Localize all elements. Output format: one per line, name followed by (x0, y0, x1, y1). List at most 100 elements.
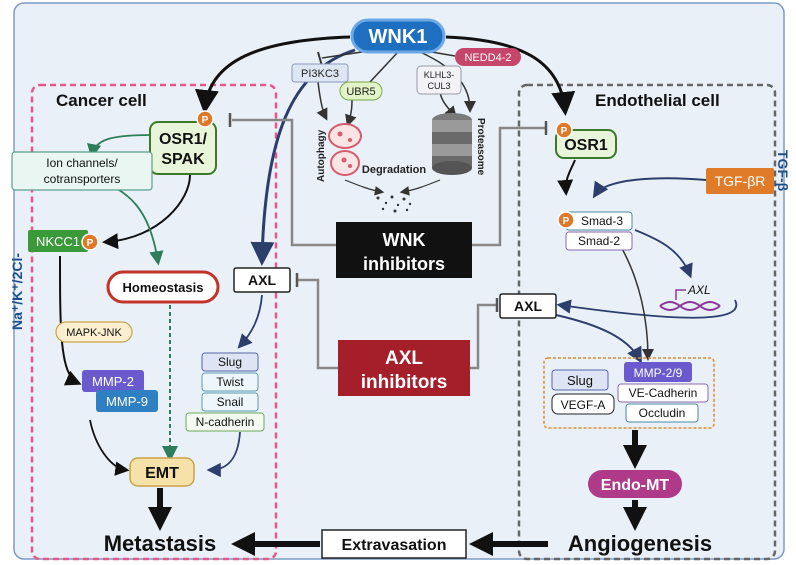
wnk1-label: WNK1 (369, 26, 428, 48)
dna-helix-icon (659, 289, 721, 311)
osr1-node (555, 129, 617, 159)
endo-slug-node (551, 369, 609, 391)
slug-label: Slug (218, 355, 242, 369)
wnk-inhibitors-line-right (472, 126, 545, 247)
ncadherin-to-emt-arrow (206, 431, 241, 478)
osr1-spak-label-line2: SPAK (161, 151, 205, 168)
ve-cadherin-label: VE-Cadherin (629, 386, 698, 400)
nkcc1-phospho-icon (81, 233, 99, 251)
emt-label: EMT (145, 465, 179, 482)
smad2-to-mmp29-arrow (619, 244, 654, 361)
twist-label: Twist (216, 375, 244, 389)
axl-cancer-label: AXL (248, 272, 276, 288)
wnk1-to-osr1-arrow (445, 35, 576, 116)
osr1-phospho-label: P (561, 126, 568, 137)
ubr5-to-autophagy-arrow (345, 99, 357, 127)
axl-cancer-node (233, 267, 291, 293)
ubr5-label: UBR5 (346, 86, 375, 98)
axl-inhibitors-line-left (298, 278, 338, 370)
mmp29-label: MMP-2/9 (634, 366, 683, 380)
vegf-a-node (551, 393, 615, 415)
klhl3-label-line1: KLHL3- (424, 70, 455, 80)
klhl3-cul3-node (416, 65, 462, 95)
gene-to-axl-arrow (556, 299, 738, 319)
axl-to-slug-arrow (237, 294, 263, 349)
nkcc1-node (28, 230, 88, 252)
wnk-inhibitors-line-left (232, 118, 336, 247)
emt-node (129, 457, 195, 487)
vegf-a-label: VEGF-A (561, 398, 606, 412)
n-cadherin-label: N-cadherin (196, 415, 255, 429)
endo-slug-label: Slug (567, 373, 593, 388)
snail-node (201, 392, 259, 412)
smad3-phospho-label: P (563, 216, 570, 227)
wnk-inhibitors-line1: WNK (383, 230, 426, 250)
wnk-inhibitors-node (336, 222, 472, 278)
osr1spak-to-nkcc1-arrow (102, 174, 191, 250)
wnk1-to-osr1spak-arrow (194, 35, 351, 114)
cancer-cell-region (30, 83, 278, 561)
axl-endo-node (499, 293, 557, 319)
wnk-inhibitors-line2: inhibitors (363, 254, 445, 274)
cancer-cell-title: Cancer cell (56, 91, 147, 110)
nkcc1-to-mmp-arrow (59, 255, 82, 386)
mmp9-node (96, 390, 158, 412)
axl-inhibitors-line1: AXL (385, 348, 423, 369)
ve-cadherin-node (617, 383, 709, 403)
mmp2-node (82, 370, 144, 392)
mapk-jnk-label: MAPK-JNK (66, 327, 122, 339)
smad2-node (565, 231, 633, 251)
osr1-spak-node (149, 121, 217, 175)
endo-mt-label: Endo-MT (601, 477, 670, 494)
osr1spak-phospho-icon (196, 110, 214, 128)
occludin-label: Occludin (639, 406, 686, 420)
tgf-b-side-label: TGF-β (775, 150, 791, 192)
endo-mt-node (588, 470, 682, 498)
mapk-jnk-node (55, 321, 133, 343)
mmp9-label: MMP-9 (106, 394, 148, 409)
tgfbr-to-smad-arrow (592, 177, 707, 199)
osr1-to-smad-arrow (557, 159, 576, 196)
pi3kc3-label: PI3KC3 (301, 68, 339, 80)
tgf-br-node (706, 168, 774, 194)
proteasome-icon (432, 113, 472, 175)
klhl3-label-line2: CUL3 (427, 81, 450, 91)
axl-endo-label: AXL (514, 298, 542, 314)
degradation-arrow-left (344, 179, 385, 196)
mmp9-to-emt-arrow (89, 419, 130, 476)
ubr5-node (339, 81, 383, 101)
pi3kc3-node (291, 63, 349, 83)
metastasis-label: Metastasis (104, 531, 217, 556)
endothelial-cell-title: Endothelial cell (595, 91, 720, 110)
degradation-label: Degradation (362, 164, 426, 176)
osr1-phospho-icon (555, 121, 573, 139)
wnk1-node (350, 18, 446, 54)
axl-to-mmp29-arrow (555, 314, 642, 364)
degradation-arrow-right (399, 179, 441, 196)
axl-inhibitors-node (338, 340, 470, 396)
osr1spak-phospho-label: P (202, 115, 209, 126)
smad3-label: Smad-3 (581, 214, 623, 228)
autophagy-label: Autophagy (316, 129, 327, 182)
mmp29-node (624, 362, 692, 382)
endo-effectors-box (543, 357, 715, 429)
nkcc1-phospho-label: P (87, 238, 94, 249)
wnk1-to-ubr5-line (369, 51, 399, 83)
autophagosome-icon (328, 123, 362, 176)
endothelial-cell-region (517, 83, 777, 561)
osr1-label: OSR1 (564, 137, 608, 154)
nkcc1-label: NKCC1 (36, 234, 80, 249)
osr1spak-to-ion-arrow (87, 134, 151, 159)
axl-inhibitors-line-right (470, 303, 496, 370)
smad-to-gene-arrow (634, 229, 693, 279)
occludin-node (625, 403, 699, 423)
wnk1-to-axl-arrow (250, 48, 356, 266)
tgf-br-label: TGF-βR (715, 173, 766, 189)
twist-node (201, 372, 259, 392)
smad3-phospho-icon (557, 211, 575, 229)
nedd4-2-node (455, 48, 521, 66)
osr1-spak-label-line1: OSR1/ (159, 131, 208, 148)
nedd4-2-label: NEDD4-2 (464, 52, 511, 64)
